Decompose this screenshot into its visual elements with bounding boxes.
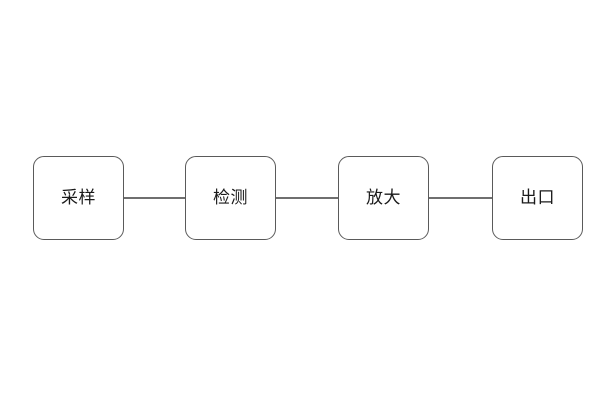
connector-sampling-detection <box>124 197 185 199</box>
connector-amplification-outlet <box>429 197 492 199</box>
flow-node-label: 采样 <box>61 187 96 208</box>
flow-chain: 采样 检测 放大 出口 <box>0 156 600 240</box>
flow-node-outlet[interactable]: 出口 <box>492 156 583 240</box>
flow-node-detection[interactable]: 检测 <box>185 156 276 240</box>
flow-node-label: 检测 <box>213 187 248 208</box>
flow-node-amplification[interactable]: 放大 <box>338 156 429 240</box>
connector-detection-amplification <box>276 197 338 199</box>
flow-node-label: 放大 <box>366 187 401 208</box>
flow-node-sampling[interactable]: 采样 <box>33 156 124 240</box>
flow-node-label: 出口 <box>520 187 555 208</box>
